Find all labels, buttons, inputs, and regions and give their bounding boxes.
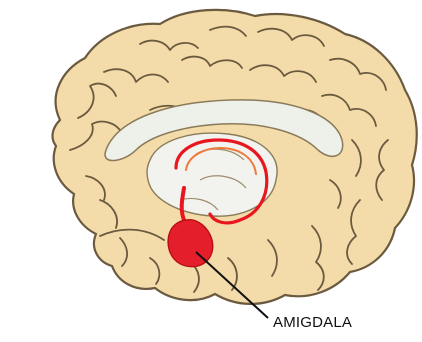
amygdala-label: AMIGDALA — [273, 314, 352, 331]
amygdala-stalk — [182, 188, 184, 220]
thalamus — [147, 133, 277, 216]
